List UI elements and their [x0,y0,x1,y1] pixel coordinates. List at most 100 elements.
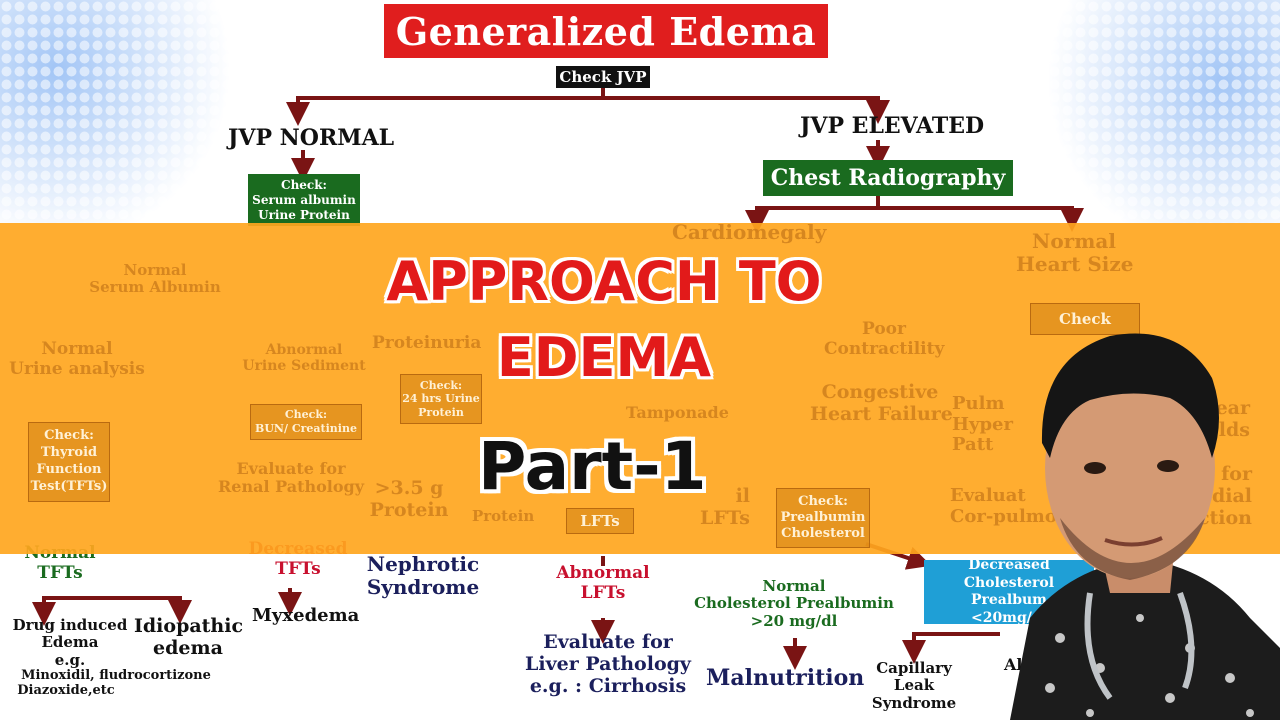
normal-urine-analysis-label: Normal Urine analysis [8,339,146,379]
jvp-elevated-label: JVP ELEVATED [800,113,985,139]
evaluate-liver-line3: e.g. : Cirrhosis [529,674,687,697]
lfts-partial-box: LFTs [566,508,634,534]
normal-cholesterol-line1: Normal [762,577,826,595]
check-serum-line2: Serum albumin [252,192,356,207]
idiopathic-line1: Idiopathic [134,615,244,637]
abnormal-lfts-line1: Abnormal [556,563,650,583]
normal-heart-line2: Heart Size [1016,252,1134,276]
halftone-left [0,0,230,230]
check-24hrs-line2: 24 hrs Urine [402,392,480,406]
check-bun-line1: Check: [284,408,328,422]
evaluate-cor-line1: Evaluat [950,485,1026,506]
congestive-hf-line2: Heart Failure [810,402,953,425]
normal-heart-line1: Normal [1032,229,1116,253]
check-24hrs-box: Check: 24 hrs Urine Protein [400,374,482,424]
normal-heart-size-label: Normal Heart Size [1016,229,1134,276]
idiopathic-line2: edema [153,636,223,659]
abnormal-urine-line2: Urine Sediment [242,358,366,375]
lt-protein-label: Protein [472,507,535,525]
drug-induced-line2: Edema [41,633,99,652]
presenter-photo [1010,333,1280,720]
abnormal-lfts-line2: LFTs [580,582,626,603]
poor-contractility-label: Poor Contractility [824,319,945,359]
pulm-hyper-line2: Hyper [952,413,1013,435]
normal-urine-line1: Normal [41,339,113,359]
check-tft-line3: Function [36,462,102,477]
capillary-leak-line1: Capillary [876,659,952,677]
clear-fields-line1: ear [1215,397,1250,419]
normal-urine-line2: Urine analysis [9,358,145,379]
drug-induced-line1: Drug induced [12,616,128,634]
decreased-cholesterol-line1: Decreased [968,557,1050,573]
check-bun-box: Check: BUN/ Creatinine [250,404,362,440]
normal-cholesterol-label: Normal Cholesterol Prealbumin >20 mg/dl [694,577,894,630]
check-24hrs-line3: Protein [418,405,464,419]
gt-protein-label: >3.5 g Protein [364,477,454,522]
normal-serum-line1: Normal [123,261,187,279]
poor-contractility-line1: Poor [862,319,906,339]
evaluate-renal-line1: Evaluate for [236,459,346,478]
decreased-tfts-line2: TFTs [275,558,321,579]
capillary-leak-label: Capillary Leak Syndrome [866,659,962,712]
capillary-leak-line2: Leak [893,676,935,695]
check-tft-line4: Test(TFTs) [30,478,108,494]
check-prealbumin-line2: Prealbumin [780,509,866,525]
evaluate-liver-label: Evaluate for Liver Pathology e.g. : Cirr… [522,631,694,698]
banner-title-line1: APPROACH TO [386,250,822,313]
check-serum-box: Check: Serum albumin Urine Protein [248,174,360,226]
proteinuria-label: Proteinuria [372,333,482,353]
drug-induced-label: Drug induced Edema e.g. Minoxidil, fludr… [2,616,230,699]
check-jvp-box: Check JVP [556,66,650,88]
part-label: Part-1 [478,428,707,505]
evaluate-liver-line1: Evaluate for [543,631,673,653]
check-serum-line1: Check: [281,177,327,192]
malnutrition-label: Malnutrition [706,665,865,691]
myxedema-label: Myxedema [252,605,360,626]
abnormal-lfts-label: Abnormal LFTs [548,563,658,603]
pulm-hyper-label: Pulm Hyper Patt [952,393,1022,456]
drug-induced-line4: Minoxidil, fludrocortizone [21,667,211,683]
pulm-hyper-line1: Pulm [952,393,1005,414]
check-l-box: Check [1030,303,1140,335]
chest-radiography-box: Chest Radiography [763,160,1013,196]
check-bun-line2: BUN/ Creatinine [255,422,357,435]
capillary-leak-line3: Syndrome [871,693,957,712]
tamponade-label: Tamponade [626,403,729,422]
abnormal-urine-line1: Abnormal [265,342,343,358]
banner-title-line2: EDEMA [496,326,712,389]
congestive-hf-line1: Congestive [821,381,939,403]
cardiomegaly-label: Cardiomegaly [672,220,827,244]
al-partial-label: Al [1004,655,1023,674]
normal-tfts-line2: TFTs [37,562,83,583]
check-prealbumin-line3: Cholesterol [781,526,865,542]
evaluate-renal-line2: Renal Pathology [217,477,365,497]
decreased-cholesterol-line3: <20mg/dl [970,609,1048,626]
lfts-partial2-label: il LFTs [680,485,750,530]
normal-serum-line2: Serum Albumin [89,278,221,297]
pulm-hyper-line3: Patt [952,434,994,456]
check-24hrs-line1: Check: [419,379,463,393]
normal-cholesterol-line3: >20 mg/dl [750,611,838,630]
check-prealbumin-box: Check: Prealbumin Cholesterol [776,488,870,548]
check-tft-line1: Check: [44,428,94,444]
check-serum-line3: Urine Protein [258,207,350,222]
drug-induced-line5: Diazoxide,etc [17,682,115,698]
lfts-partial2-line1: il [735,485,750,507]
idiopathic-label: Idiopathic edema [134,615,244,660]
poor-contractility-line2: Contractility [824,338,945,359]
check-prealbumin-line1: Check: [798,493,848,509]
nephrotic-line1: Nephrotic [366,552,480,576]
abnormal-urine-sediment-label: Abnormal Urine Sediment [238,342,370,374]
evaluate-cor-line2: Cor-pulmo [950,505,1057,527]
nephrotic-line2: Syndrome [366,575,480,599]
drug-induced-line3: e.g. [54,650,86,669]
diagram-title: Generalized Edema [384,4,828,58]
gt-protein-line1: >3.5 g [374,477,444,499]
jvp-normal-label: JVP NORMAL [228,125,395,151]
evaluate-liver-line2: Liver Pathology [525,652,691,675]
nephrotic-label: Nephrotic Syndrome [362,553,484,599]
evaluate-renal-label: Evaluate for Renal Pathology [216,459,366,497]
normal-cholesterol-line2: Cholesterol Prealbumin [694,594,894,613]
gt-protein-line2: Protein [369,498,449,521]
lfts-partial2-line2: LFTs [700,506,750,529]
